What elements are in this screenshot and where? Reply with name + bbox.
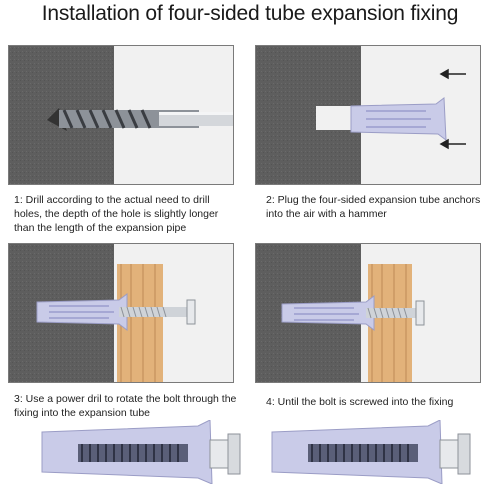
page-title: Installation of four-sided tube expansio… (41, 2, 459, 25)
anchor-product-icon (41, 420, 241, 484)
step-2-illustration (255, 45, 481, 185)
product-anchor-right (268, 420, 476, 484)
step-1-caption: 1: Drill according to the actual need to… (14, 194, 219, 234)
step-2-caption: 2: Plug the four-sided expansion tube an… (266, 194, 481, 220)
step-3-illustration (8, 243, 234, 383)
step-4-illustration (255, 243, 481, 383)
step-4-caption: 4: Until the bolt is screwed into the fi… (266, 396, 454, 408)
step-1-illustration (8, 45, 234, 185)
expansion-anchor-icon (281, 295, 375, 331)
bolt-icon (119, 299, 196, 325)
expansion-anchor-icon (36, 293, 128, 331)
drill-bit-icon (47, 108, 233, 131)
bolt-icon (366, 300, 425, 326)
step-3-caption: 3: Use a power dril to rotate the bolt t… (14, 393, 237, 419)
anchor-product-icon (271, 420, 471, 484)
expansion-anchor-icon (350, 97, 447, 142)
hammer-direction-arrow-icon (439, 68, 466, 150)
product-anchor-left (38, 420, 246, 484)
